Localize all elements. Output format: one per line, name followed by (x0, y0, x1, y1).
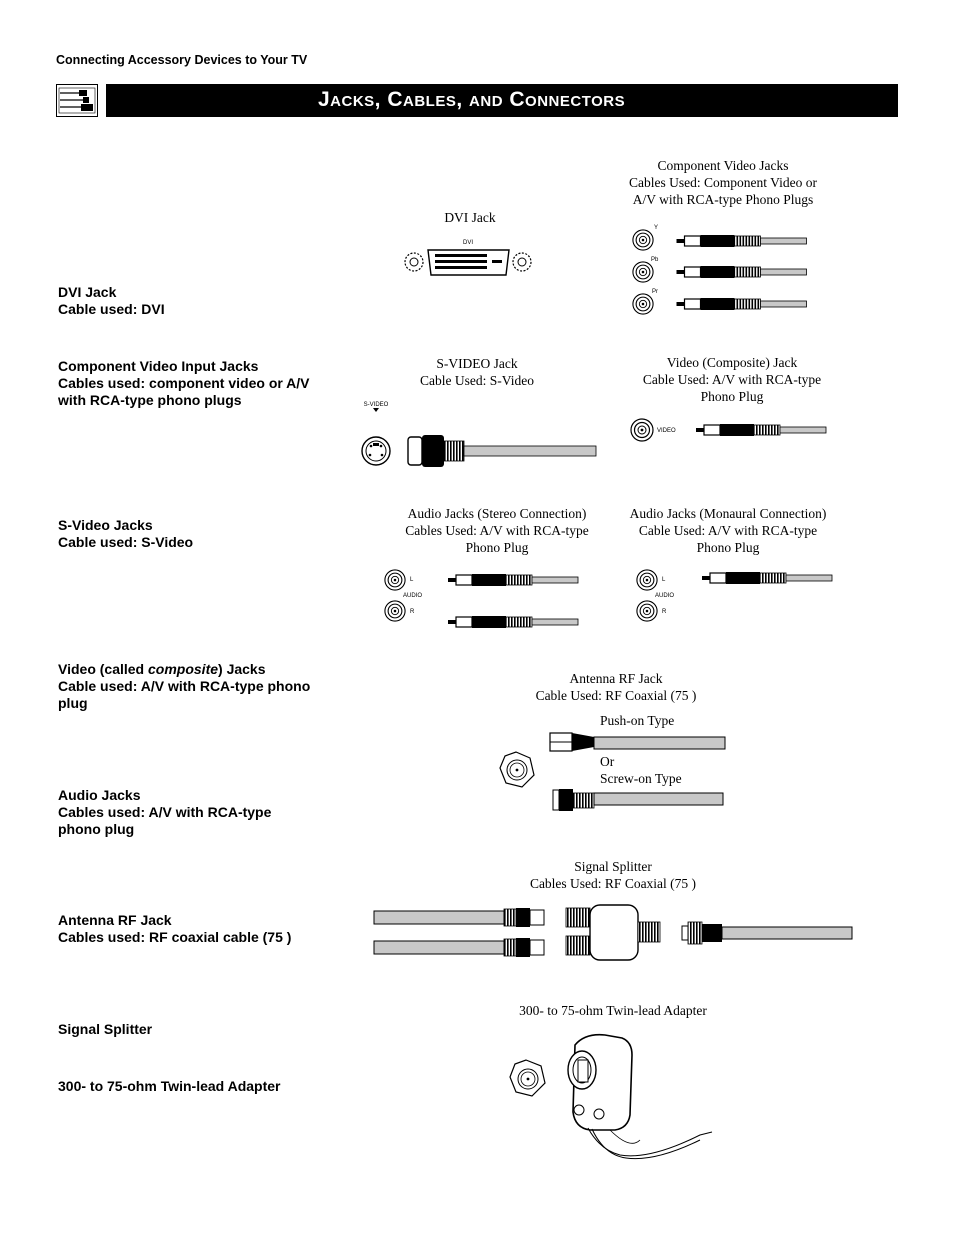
caption-audio-stereo-line1: Audio Jacks (Stereo Connection) (407, 506, 587, 521)
caption-splitter-line1: Signal Splitter (574, 859, 652, 874)
caption-antenna-line1: Antenna RF Jack (569, 671, 663, 686)
label-video-suffix: ) Jacks (218, 661, 266, 677)
label-component-line1: Component Video Input Jacks (58, 358, 259, 374)
push-on-connector-icon (549, 732, 726, 752)
caption-audio-mono-line3: Phono Plug (696, 540, 760, 555)
label-dvi-line1: DVI Jack (58, 284, 117, 300)
label-splitter: Signal Splitter (58, 1021, 153, 1037)
jack-label-pr: Pr (652, 289, 658, 295)
label-video: Video (called composite) Jacks Cable use… (58, 661, 348, 712)
label-audio-line2: Cables used: A/V with RCA-type (58, 804, 272, 820)
title-bar: Jacks, Cables, and Connectors (106, 84, 898, 117)
audio-mono-l: L (662, 577, 666, 583)
caption-dvi: DVI Jack (444, 210, 496, 225)
caption-audio-mono-line1: Audio Jacks (Monaural Connection) (629, 506, 827, 521)
caption-svideo: S-VIDEO Jack Cable Used: S-Video (392, 355, 562, 389)
jack-label-pb: Pb (651, 257, 659, 263)
label-adapter: 300- to 75-ohm Twin-lead Adapter (58, 1078, 281, 1094)
caption-component: Component Video Jacks Cables Used: Compo… (610, 157, 836, 208)
audio-mono-audio: AUDIO (655, 593, 674, 599)
caption-svideo-line1: S-VIDEO Jack (436, 356, 518, 371)
audio-stereo-r: R (410, 609, 415, 615)
label-antenna-line1: Antenna RF Jack (58, 912, 172, 928)
label-audio-line3: phono plug (58, 821, 135, 837)
label-dvi-line2: Cable used: DVI (58, 301, 165, 317)
label-svideo-line2: Cable used: S-Video (58, 534, 194, 550)
label-video-line1: Video (called composite) Jacks (58, 661, 348, 678)
caption-audio-stereo-line3: Phono Plug (465, 540, 529, 555)
dvi-jack-icon (404, 249, 532, 276)
label-antenna: Antenna RF Jack Cables used: RF coaxial … (58, 912, 348, 946)
caption-push-on: Push-on Type (600, 713, 675, 728)
label-audio: Audio Jacks Cables used: A/V with RCA-ty… (58, 787, 348, 838)
label-video-line3: plug (58, 695, 88, 711)
section-label: Connecting Accessory Devices to Your TV (56, 53, 308, 67)
dvi-jack-label: DVI (463, 240, 473, 246)
page-title: Jacks, Cables, and Connectors (318, 88, 626, 111)
caption-audio-stereo-line2: Cables Used: A/V with RCA-type (405, 523, 589, 538)
caption-component-line3: A/V with RCA-type Phono Plugs (632, 192, 814, 207)
caption-screw-on: Screw-on Type (600, 771, 682, 786)
label-antenna-line2: Cables used: RF coaxial cable (75 ) (58, 929, 292, 945)
svideo-jack-icon (361, 408, 597, 467)
label-video-emph: composite (148, 661, 219, 677)
label-video-prefix: Video (called (58, 661, 148, 677)
caption-video: Video (Composite) Jack Cable Used: A/V w… (626, 354, 838, 405)
caption-or: Or (600, 754, 615, 769)
signal-splitter-icon (373, 904, 853, 961)
connector-icon (56, 84, 98, 117)
caption-splitter-line2: Cables Used: RF Coaxial (75 ) (529, 876, 697, 891)
label-svideo-line1: S-Video Jacks (58, 517, 153, 533)
caption-audio-mono-line2: Cable Used: A/V with RCA-type (638, 523, 818, 538)
caption-adapter: 300- to 75-ohm Twin-lead Adapter (519, 1003, 707, 1018)
label-audio-line1: Audio Jacks (58, 787, 141, 803)
caption-video-line2: Cable Used: A/V with RCA-type (642, 372, 822, 387)
caption-audio-stereo: Audio Jacks (Stereo Connection) Cables U… (390, 505, 604, 556)
caption-component-line1: Component Video Jacks (657, 158, 789, 173)
caption-video-line1: Video (Composite) Jack (666, 355, 798, 370)
label-component: Component Video Input Jacks Cables used:… (58, 358, 348, 409)
label-dvi: DVI Jack Cable used: DVI (58, 284, 348, 318)
caption-video-line3: Phono Plug (700, 389, 764, 404)
caption-component-line2: Cables Used: Component Video or (629, 175, 817, 190)
screw-on-connector-icon (552, 789, 724, 811)
jack-label-y: Y (654, 225, 658, 231)
svideo-jack-label: S-VIDEO (364, 402, 389, 408)
label-component-line2: Cables used: component video or A/V (58, 375, 310, 391)
video-jack-label: VIDEO (657, 428, 676, 434)
component-jacks-icon (632, 229, 808, 315)
caption-audio-mono: Audio Jacks (Monaural Connection) Cable … (620, 505, 836, 556)
audio-stereo-audio: AUDIO (403, 593, 422, 599)
twin-lead-adapter-icon (509, 1033, 713, 1160)
caption-antenna-line2: Cable Used: RF Coaxial (75 ) (535, 688, 697, 703)
caption-splitter: Signal Splitter Cables Used: RF Coaxial … (510, 858, 716, 892)
label-video-line2: Cable used: A/V with RCA-type phono (58, 678, 311, 694)
caption-antenna: Antenna RF Jack Cable Used: RF Coaxial (… (516, 670, 716, 704)
label-component-line3: with RCA-type phono plugs (58, 392, 242, 408)
audio-stereo-l: L (410, 577, 414, 583)
antenna-jack-icon (499, 751, 535, 788)
label-svideo: S-Video Jacks Cable used: S-Video (58, 517, 348, 551)
audio-mono-r: R (662, 609, 667, 615)
caption-svideo-line2: Cable Used: S-Video (420, 373, 534, 388)
